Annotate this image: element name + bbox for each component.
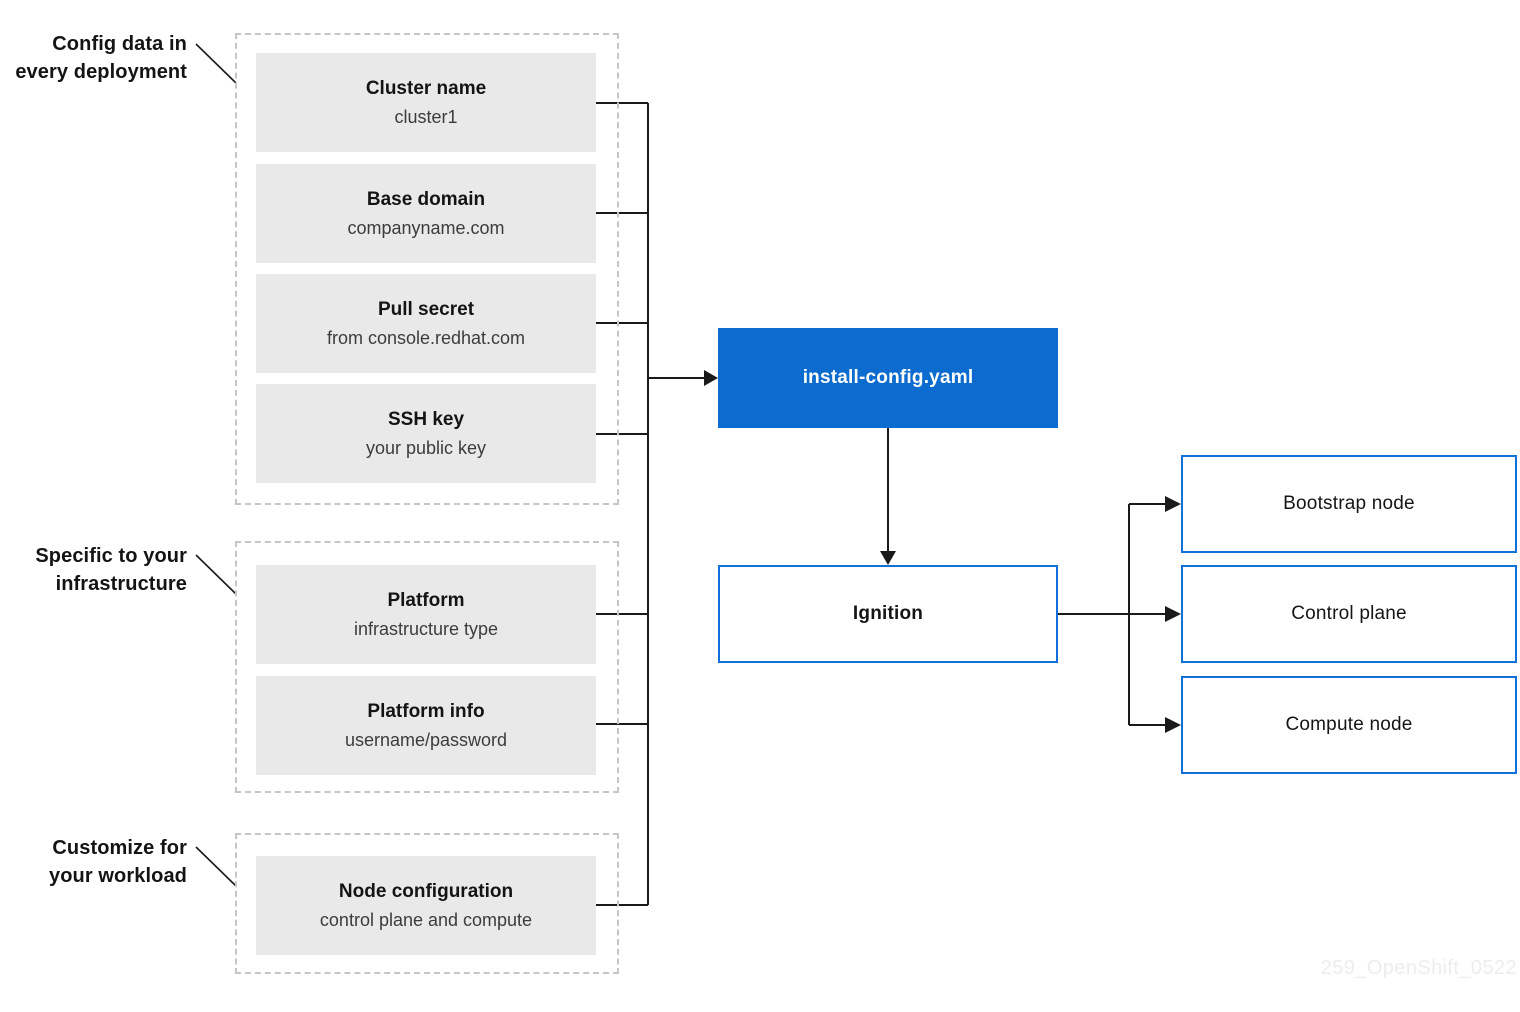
ignition-label: Ignition [852, 603, 924, 624]
arrowhead-into-bootstrap-node [1165, 496, 1181, 512]
item-subtitle: username/password [344, 729, 508, 750]
item-title: Platform info [367, 700, 485, 722]
item-cluster-name: Cluster name cluster1 [256, 53, 596, 152]
annotation-line: infrastructure [55, 573, 187, 595]
item-subtitle: cluster1 [394, 106, 458, 127]
item-subtitle: companyname.com [347, 217, 505, 238]
group-workload [235, 833, 619, 974]
item-subtitle: your public key [365, 437, 487, 458]
ignition-fanout-lines [1058, 503, 1165, 726]
item-title: Node configuration [338, 880, 514, 902]
item-title: Cluster name [365, 77, 487, 99]
item-subtitle: from console.redhat.com [326, 327, 526, 348]
group-every-deployment [235, 33, 619, 505]
item-title: Base domain [366, 188, 486, 210]
compute-node-label: Compute node [1285, 714, 1413, 735]
control-plane-label: Control plane [1291, 603, 1407, 624]
annotation-infrastructure: Specific to your infrastructure [0, 542, 187, 598]
annotation-line: Specific to your [35, 545, 187, 567]
arrowhead-into-install-config [704, 370, 718, 386]
annotation-line: every deployment [15, 61, 187, 83]
watermark-text: 259_OpenShift_0522 [1320, 957, 1517, 979]
ignition-box: Ignition [718, 565, 1058, 663]
compute-node-box: Compute node [1181, 676, 1517, 774]
install-config-yaml-label: install-config.yaml [802, 367, 974, 388]
item-base-domain: Base domain companyname.com [256, 164, 596, 263]
install-config-yaml-box: install-config.yaml [718, 328, 1058, 428]
arrowhead-into-control-plane [1165, 606, 1181, 622]
bootstrap-node-label: Bootstrap node [1283, 493, 1415, 514]
arrowhead-into-ignition [880, 551, 896, 565]
annotation-config-data: Config data in every deployment [0, 30, 187, 86]
item-pull-secret: Pull secret from console.redhat.com [256, 274, 596, 373]
item-platform: Platform infrastructure type [256, 565, 596, 664]
item-title: Platform [387, 589, 465, 611]
annotation-tick-lines [195, 43, 237, 887]
annotation-workload: Customize for your workload [0, 834, 187, 890]
control-plane-box: Control plane [1181, 565, 1517, 663]
item-platform-info: Platform info username/password [256, 676, 596, 775]
arrowhead-into-compute-node [1165, 717, 1181, 733]
item-title: Pull secret [377, 298, 475, 320]
item-ssh-key: SSH key your public key [256, 384, 596, 483]
annotation-line: Config data in [52, 33, 187, 55]
annotation-line: Customize for [52, 837, 187, 859]
item-node-configuration: Node configuration control plane and com… [256, 856, 596, 955]
group-infrastructure [235, 541, 619, 793]
bootstrap-node-box: Bootstrap node [1181, 455, 1517, 553]
item-title: SSH key [387, 408, 465, 430]
item-subtitle: control plane and compute [319, 909, 533, 930]
annotation-line: your workload [49, 865, 187, 887]
item-subtitle: infrastructure type [353, 618, 499, 639]
